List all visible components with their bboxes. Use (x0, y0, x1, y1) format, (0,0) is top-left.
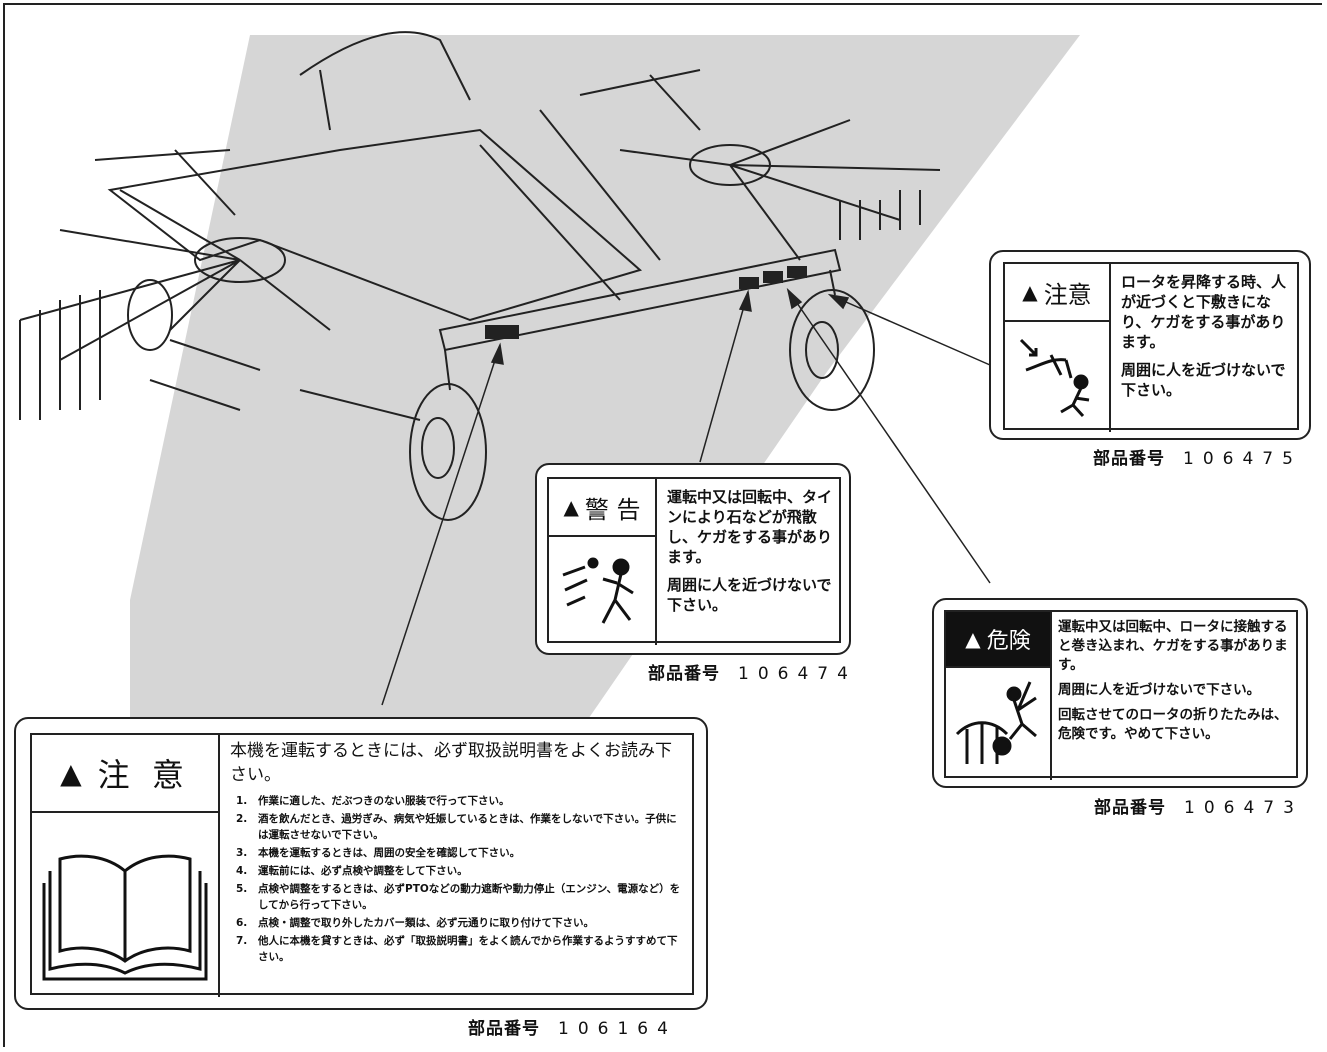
manual-intro-text: 本機を運転するときには、必ず取扱説明書をよくお読み下さい。 (230, 741, 672, 785)
warning-text-2: 周囲に人を近づけないで下さい。 (667, 576, 832, 614)
label-106164: ▲ 注 意 本機を運転するときには、必ず取扱説明書をよくお読み下さい。 1.作業… (14, 717, 708, 1010)
label-106473: ▲ 危険 運転中又は回転中、ロータに接触すると巻き込まれ、ケガをする事があります… (932, 598, 1308, 788)
list-item: 7.他人に本機を貸すときは、必ず「取扱説明書」をよく読んでから作業するようすすめ… (236, 935, 678, 963)
page-frame (3, 3, 1322, 1047)
warning-triangle-icon: ▲ (965, 627, 981, 651)
label-106474: ▲ 警 告 運転中又は回転中、タインにより石などが飛散し、ケガをする事があります… (535, 463, 851, 655)
danger-text-1: 運転中又は回転中、ロータに接触すると巻き込まれ、ケガをする事があります。 (1058, 619, 1288, 673)
caution-header: ▲ 注意 (1005, 264, 1109, 322)
list-item: 5.点検や調整をするときは、必ずPTOなどの動力遮断や動力停止（エンジン、電源な… (236, 883, 681, 911)
rotor-crush-pictogram (1019, 338, 1090, 418)
list-item: 6.点検・調整で取り外したカバー類は、必ず元通りに取り付けて下さい。 (236, 917, 594, 929)
caution-text-2: 周囲に人を近づけないで下さい。 (1121, 361, 1286, 399)
list-item: 1.作業に適した、だぶつきのない服装で行って下さい。 (236, 795, 510, 807)
list-item: 4.運転前には、必ず点検や調整をして下さい。 (236, 865, 468, 877)
precaution-list: 1.作業に適した、だぶつきのない服装で行って下さい。 2.酒を飲んだとき、過労ぎ… (230, 793, 686, 965)
danger-header: ▲ 危険 (946, 612, 1050, 668)
flying-stone-pictogram (562, 557, 634, 624)
label-106475: ▲ 注意 ロータを昇降する時、人が近づくと下敷きになり、ケガをする事があります。… (989, 250, 1311, 440)
danger-text-3: 回転させてのロータの折りたたみは、危険です。やめて下さい。 (1058, 707, 1288, 742)
warning-triangle-icon: ▲ (1022, 280, 1038, 304)
caution-header: ▲ 注 意 (32, 735, 218, 813)
warning-header: ▲ 警 告 (549, 479, 655, 537)
caution-text-1: ロータを昇降する時、人が近づくと下敷きになり、ケガをする事があります。 (1121, 273, 1287, 351)
warning-text-1: 運転中又は回転中、タインにより石などが飛散し、ケガをする事があります。 (667, 488, 833, 566)
manual-book-icon (42, 854, 208, 981)
warning-triangle-icon: ▲ (60, 756, 82, 790)
danger-text-2: 周囲に人を近づけないで下さい。 (1058, 682, 1261, 698)
list-item: 2.酒を飲んだとき、過労ぎみ、病気や妊娠しているときは、作業をしないで下さい。子… (236, 813, 677, 841)
list-item: 3.本機を運転するときは、周囲の安全を確認して下さい。 (236, 847, 521, 859)
rotor-entanglement-pictogram (955, 681, 1037, 764)
warning-triangle-icon: ▲ (563, 495, 579, 519)
